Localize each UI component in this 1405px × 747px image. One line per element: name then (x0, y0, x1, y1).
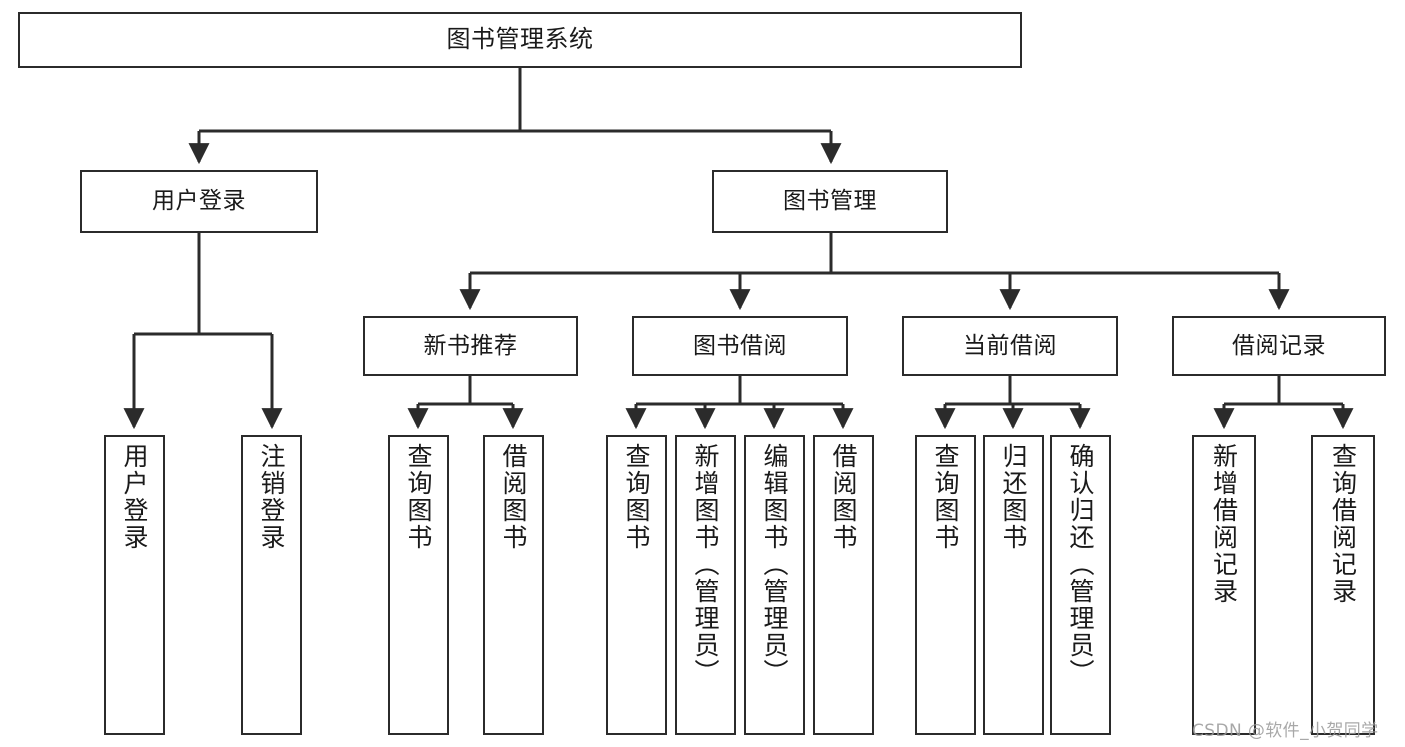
leaf-current-borrow-query[interactable]: 查询图书 (915, 435, 976, 735)
node-label: 图书管理 (783, 188, 877, 215)
leaf-borrow-record-query[interactable]: 查询借阅记录 (1311, 435, 1375, 735)
node-label: 用户登录 (120, 443, 149, 551)
node-book-management[interactable]: 图书管理 (712, 170, 948, 233)
leaf-user-login-logout[interactable]: 注销登录 (241, 435, 302, 735)
node-label: 归还图书 (999, 443, 1028, 551)
node-label: 编辑图书（管理员） (760, 443, 789, 686)
leaf-new-book-query[interactable]: 查询图书 (388, 435, 449, 735)
csdn-watermark: CSDN @软件_小贺同学 (1192, 721, 1379, 741)
node-label: 注销登录 (257, 443, 286, 551)
node-current-borrow[interactable]: 当前借阅 (902, 316, 1118, 376)
node-label: 借阅图书 (829, 443, 858, 551)
node-label: 确认归还（管理员） (1066, 443, 1095, 686)
node-root-library-system[interactable]: 图书管理系统 (18, 12, 1022, 68)
node-label: 新增借阅记录 (1209, 443, 1239, 605)
leaf-book-borrow-edit[interactable]: 编辑图书（管理员） (744, 435, 805, 735)
node-book-borrow[interactable]: 图书借阅 (632, 316, 848, 376)
leaf-current-borrow-return[interactable]: 归还图书 (983, 435, 1044, 735)
node-label: 图书借阅 (693, 332, 787, 359)
node-label: 借阅图书 (499, 443, 528, 551)
leaf-book-borrow-borrow[interactable]: 借阅图书 (813, 435, 874, 735)
node-new-book-recommend[interactable]: 新书推荐 (363, 316, 578, 376)
node-label: 查询借阅记录 (1328, 443, 1358, 605)
node-user-login[interactable]: 用户登录 (80, 170, 318, 233)
leaf-user-login-login[interactable]: 用户登录 (104, 435, 165, 735)
node-label: 查询图书 (622, 443, 651, 551)
node-label: 图书管理系统 (446, 25, 594, 54)
node-label: 查询图书 (404, 443, 433, 551)
leaf-book-borrow-query[interactable]: 查询图书 (606, 435, 667, 735)
node-label: 借阅记录 (1232, 332, 1326, 359)
node-label: 用户登录 (152, 188, 246, 215)
node-label: 新增图书（管理员） (691, 443, 720, 686)
leaf-book-borrow-add[interactable]: 新增图书（管理员） (675, 435, 736, 735)
node-label: 当前借阅 (963, 332, 1057, 359)
leaf-new-book-borrow[interactable]: 借阅图书 (483, 435, 544, 735)
node-label: 新书推荐 (423, 332, 518, 359)
leaf-current-borrow-confirm-return[interactable]: 确认归还（管理员） (1050, 435, 1111, 735)
node-label: 查询图书 (931, 443, 960, 551)
leaf-borrow-record-add[interactable]: 新增借阅记录 (1192, 435, 1256, 735)
node-borrow-record[interactable]: 借阅记录 (1172, 316, 1386, 376)
